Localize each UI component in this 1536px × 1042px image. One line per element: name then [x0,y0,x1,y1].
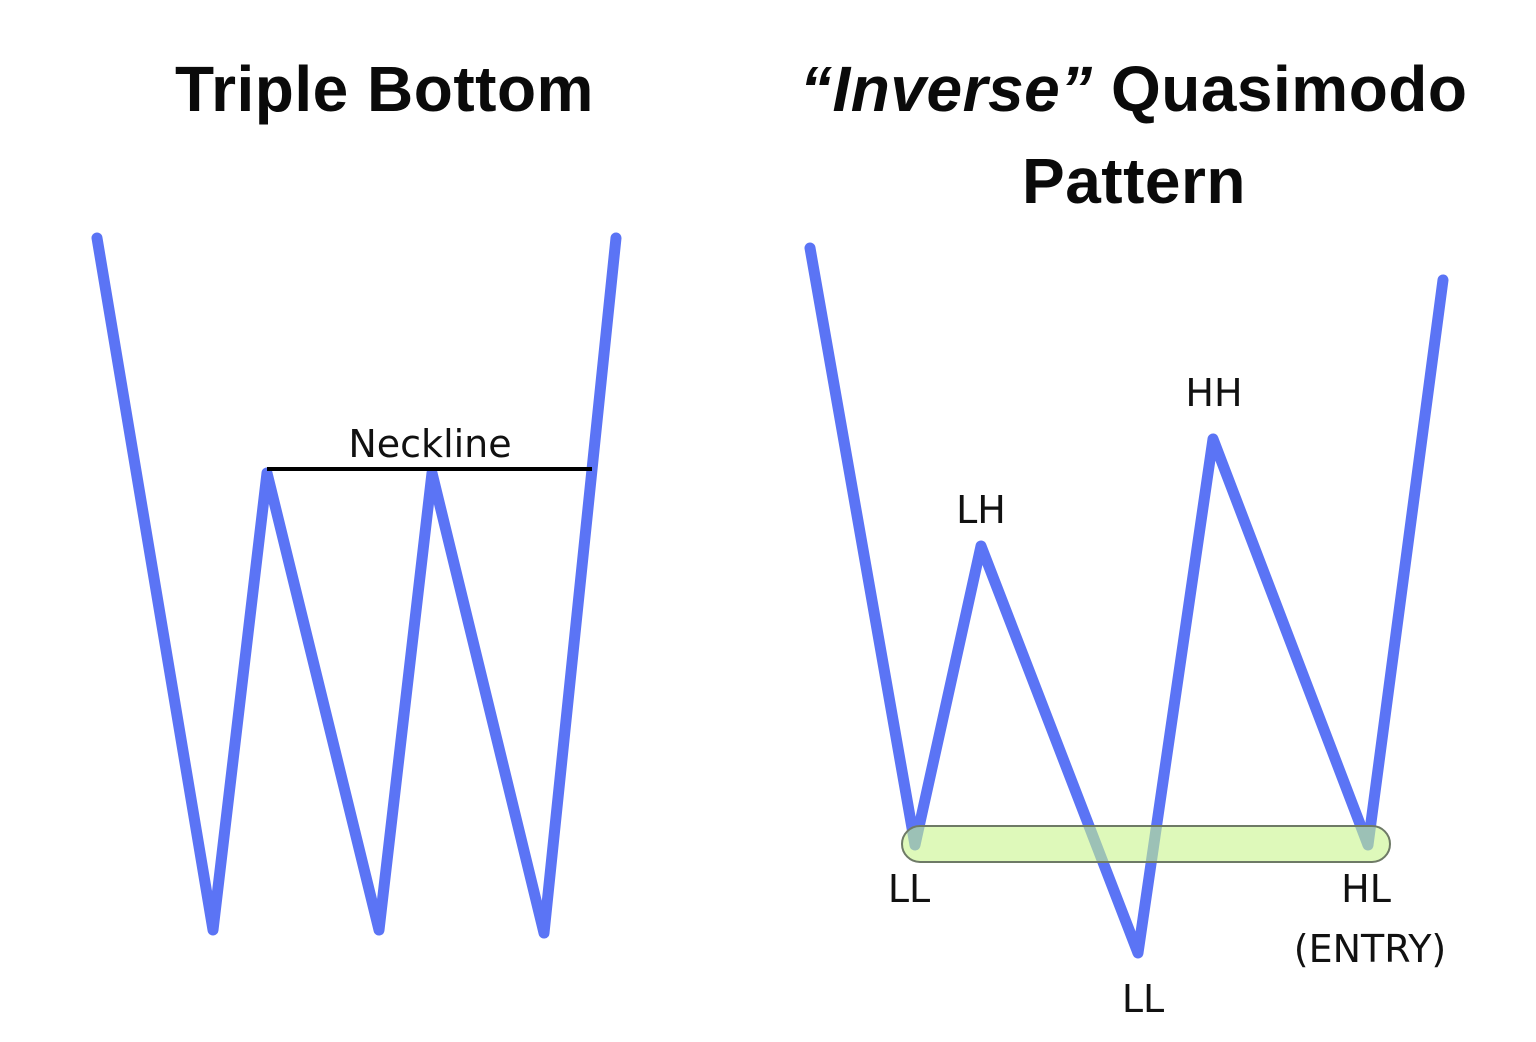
quasimodo-title-rest: Quasimodo [1092,53,1468,125]
hh-label: HH [1185,371,1242,415]
lh-label: LH [956,488,1006,532]
triple-bottom-price-line [91,232,622,939]
quasimodo-diagram: LH HH LL LL HL (ENTRY) [804,242,1449,1021]
quasimodo-title-line2: Pattern [1022,145,1246,217]
quasimodo-title-inverse: “Inverse” [800,53,1093,125]
entry-zone-highlight [901,825,1391,863]
neckline-label: Neckline [348,422,511,466]
hl-label: HL [1341,867,1391,911]
triple-bottom-diagram: Neckline [91,232,622,939]
quasimodo-title: “Inverse” Quasimodo [800,52,1467,126]
ll-second-label: LL [1122,977,1164,1021]
ll-first-label: LL [888,867,930,911]
entry-label: (ENTRY) [1294,927,1446,971]
triple-bottom-title: Triple Bottom [175,53,594,125]
